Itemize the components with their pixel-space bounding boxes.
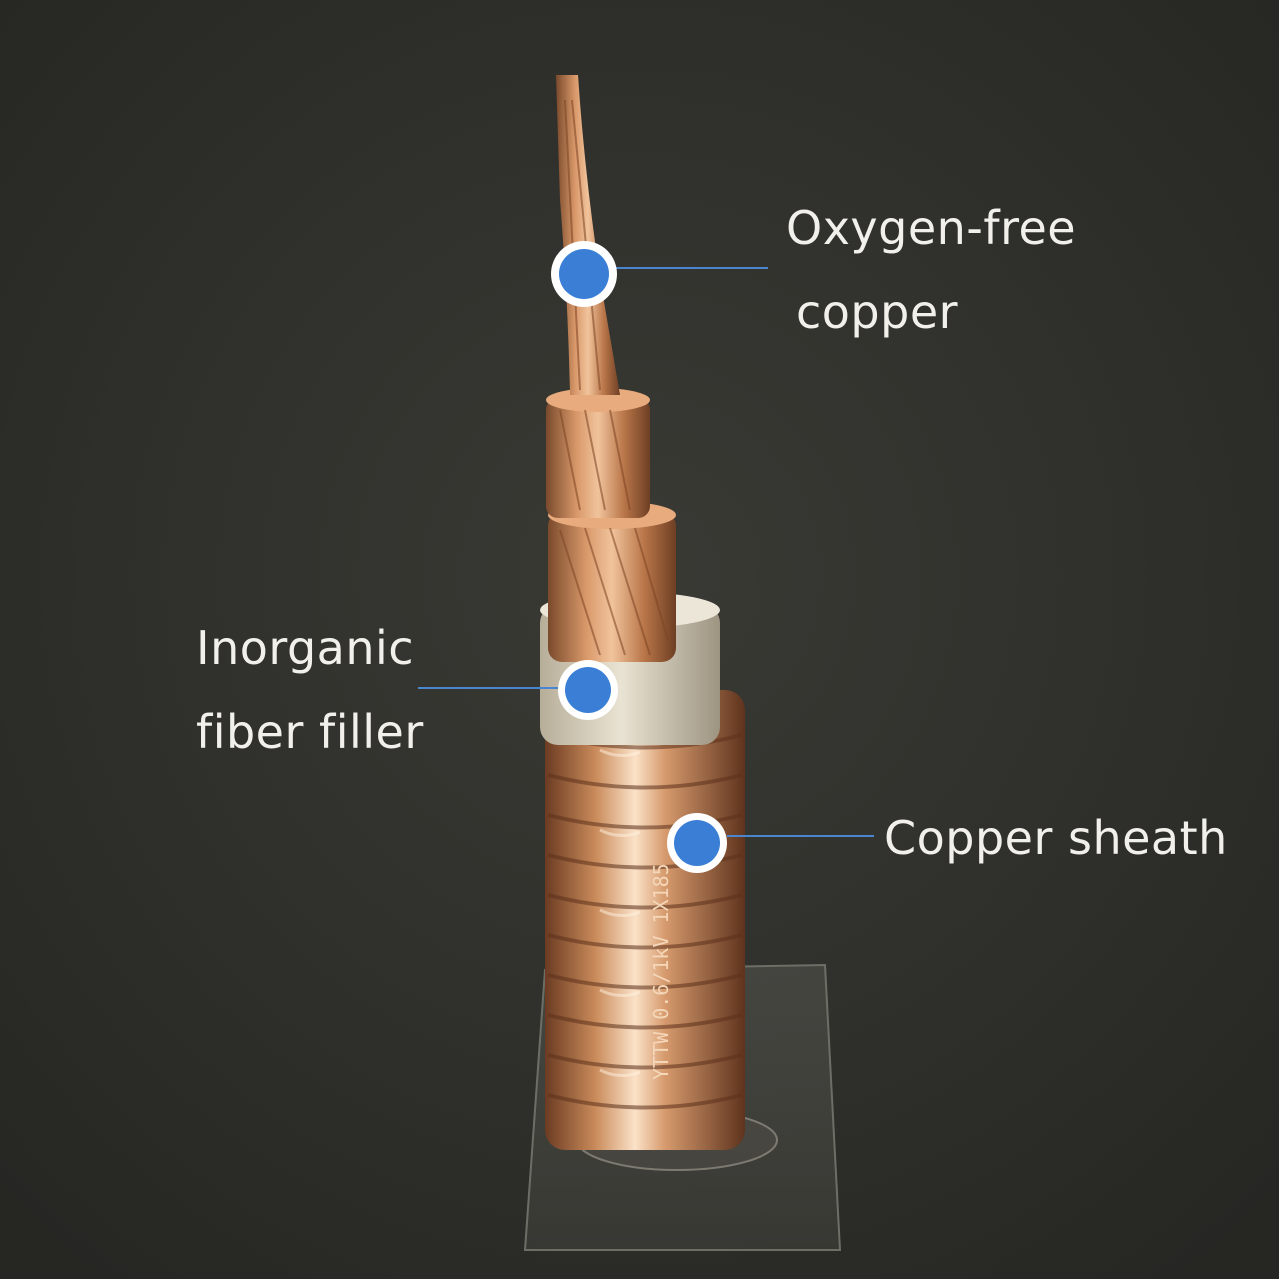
label-copper-sheath: Copper sheath xyxy=(884,796,1228,880)
leader-lines xyxy=(418,267,874,837)
copper-conductor xyxy=(546,75,676,662)
label-filler-line2: fiber filler xyxy=(196,705,424,759)
label-oxygen-free-copper: Oxygen-free copper xyxy=(786,186,1076,354)
label-inorganic-fiber-filler: Inorganic fiber filler xyxy=(196,606,424,774)
marker-oxygen-copper xyxy=(551,241,617,307)
cable-print-text: YTTW 0.6/1kV 1X185 xyxy=(649,863,673,1080)
label-oxygen-line1: Oxygen-free xyxy=(786,201,1077,255)
label-oxygen-line2: copper xyxy=(796,285,959,339)
label-sheath-line1: Copper sheath xyxy=(884,811,1228,865)
marker-copper-sheath xyxy=(667,813,727,873)
marker-filler xyxy=(558,660,618,720)
label-filler-line1: Inorganic xyxy=(196,621,415,675)
copper-sheath-body: YTTW 0.6/1kV 1X185 xyxy=(545,690,745,1150)
